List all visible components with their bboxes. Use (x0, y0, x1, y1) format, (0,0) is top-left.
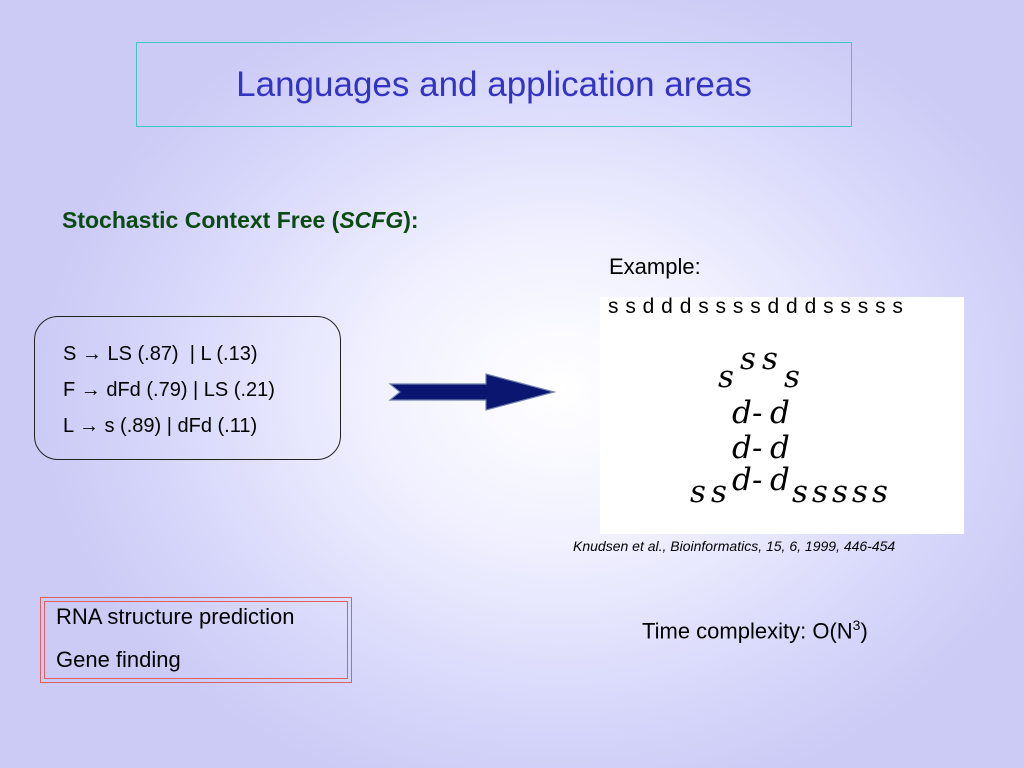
structure-panel: s s s s d - d d - d s s d - d s s s s s (600, 297, 964, 534)
structure-char: s (740, 341, 756, 377)
citation: Knudsen et al., Bioinformatics, 15, 6, 1… (573, 538, 896, 554)
complexity-text: Time complexity: O(N (642, 618, 853, 644)
structure-char: s (690, 474, 706, 510)
slide-title: Languages and application areas (236, 64, 752, 104)
example-label: Example: (609, 254, 701, 279)
structure-char: d (770, 430, 790, 466)
structure-char: d (770, 462, 790, 498)
structure-char: d (732, 395, 752, 431)
heading-prefix: Stochastic Context Free ( (62, 207, 340, 233)
heading-suffix: ): (403, 207, 419, 233)
time-complexity: Time complexity: O(N3) (642, 617, 868, 644)
structure-char: - (752, 430, 762, 466)
complexity-close: ) (860, 618, 868, 644)
grammar-rules-box: S → LS (.87) | L (.13) F → dFd (.79) | L… (34, 316, 341, 460)
structure-char: - (752, 462, 762, 498)
structure-char: s (872, 474, 888, 510)
structure-char: s (812, 474, 828, 510)
section-heading: Stochastic Context Free (SCFG): (62, 207, 419, 234)
structure-char: s (711, 474, 727, 510)
structure-char: s (832, 474, 848, 510)
structure-char: s (762, 341, 778, 377)
right-arrow-icon (388, 372, 557, 417)
application-areas-box: RNA structure prediction Gene finding (40, 597, 352, 683)
structure-char: d (732, 462, 752, 498)
secondary-structure-diagram: s s s s d - d d - d s s d - d s s s s s (690, 341, 888, 510)
structure-char: s (852, 474, 868, 510)
grammar-rule-1: S → LS (.87) | L (.13) (63, 343, 258, 365)
structure-char: s (718, 359, 734, 395)
grammar-rule-3: L → s (.89) | dFd (.11) (63, 415, 258, 437)
structure-char: s (784, 359, 800, 395)
structure-char: - (752, 395, 762, 431)
application-area-item: Gene finding (56, 647, 181, 672)
application-area-item: RNA structure prediction (56, 604, 295, 629)
structure-char: d (770, 395, 790, 431)
heading-emphasis: SCFG (339, 207, 404, 233)
structure-char: d (732, 430, 752, 466)
example-sequence: s s d d d s s s s d d d s s s s s (608, 295, 904, 318)
complexity-exponent: 3 (852, 617, 861, 633)
title-box: Languages and application areas (136, 42, 852, 127)
application-areas-inner-border: RNA structure prediction Gene finding (44, 601, 348, 679)
grammar-rule-2: F → dFd (.79) | LS (.21) (63, 379, 275, 401)
structure-char: s (792, 474, 808, 510)
